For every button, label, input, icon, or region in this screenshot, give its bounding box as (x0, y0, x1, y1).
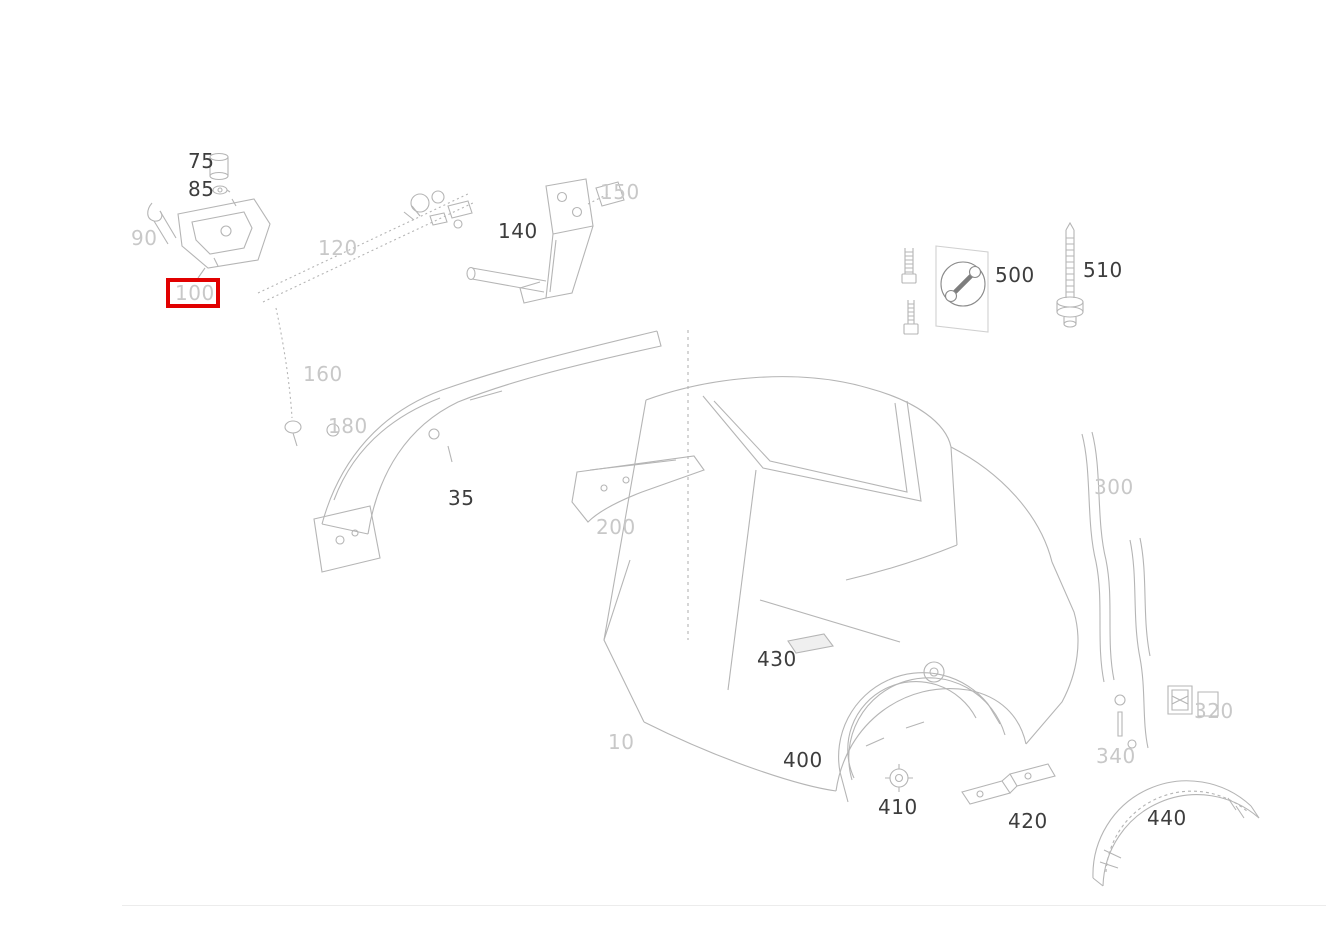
part-label-140[interactable]: 140 (498, 219, 538, 243)
selected-part-highlight (166, 278, 220, 308)
part-420-bracket-drawing (961, 763, 1056, 805)
part-85-nut-drawing (209, 185, 231, 195)
part-label-510[interactable]: 510 (1083, 258, 1123, 282)
part-400-wheelhouse-drawing (838, 661, 1001, 803)
part-label-300[interactable]: 300 (1094, 475, 1134, 499)
part-200-reinforcement-drawing (571, 455, 705, 523)
car-body-phantom-drawing (603, 330, 1079, 792)
part-label-410[interactable]: 410 (878, 795, 918, 819)
part-35-pillar-drawing (313, 330, 662, 573)
part-label-200[interactable]: 200 (596, 515, 636, 539)
side-seal-strips-drawing (1081, 431, 1219, 749)
seal-grommet-drawing (284, 420, 340, 447)
part-label-10[interactable]: 10 (608, 730, 635, 754)
part-90-clamp-drawing (147, 198, 271, 279)
part-label-90[interactable]: 90 (131, 226, 158, 250)
part-label-340[interactable]: 340 (1096, 744, 1136, 768)
part-label-320[interactable]: 320 (1194, 699, 1234, 723)
part-label-120[interactable]: 120 (318, 236, 358, 260)
part-label-35[interactable]: 35 (448, 486, 475, 510)
part-label-500[interactable]: 500 (995, 263, 1035, 287)
clip-cluster-drawing (403, 190, 473, 229)
part-label-100[interactable]: 100 (175, 281, 215, 305)
part-75-plug-drawing (209, 152, 229, 181)
part-500-screw-set-drawing (901, 245, 989, 335)
part-label-420[interactable]: 420 (1008, 809, 1048, 833)
part-label-430[interactable]: 430 (757, 647, 797, 671)
part-440-arch-cover-drawing (1092, 780, 1260, 887)
part-label-160[interactable]: 160 (303, 362, 343, 386)
part-label-180[interactable]: 180 (328, 414, 368, 438)
part-label-400[interactable]: 400 (783, 748, 823, 772)
part-430-pad-drawing (787, 633, 834, 654)
part-label-440[interactable]: 440 (1147, 806, 1187, 830)
part-150-plate-drawing (587, 181, 625, 207)
part-label-85[interactable]: 85 (188, 177, 215, 201)
part-140-bracket-drawing (466, 178, 594, 304)
part-410-grommet-drawing (885, 764, 913, 792)
part-510-bolt-drawing (1056, 221, 1084, 328)
footer-divider (122, 905, 1326, 906)
part-label-150[interactable]: 150 (600, 180, 640, 204)
part-label-75[interactable]: 75 (188, 149, 215, 173)
seal-strip-drawing (257, 192, 476, 419)
